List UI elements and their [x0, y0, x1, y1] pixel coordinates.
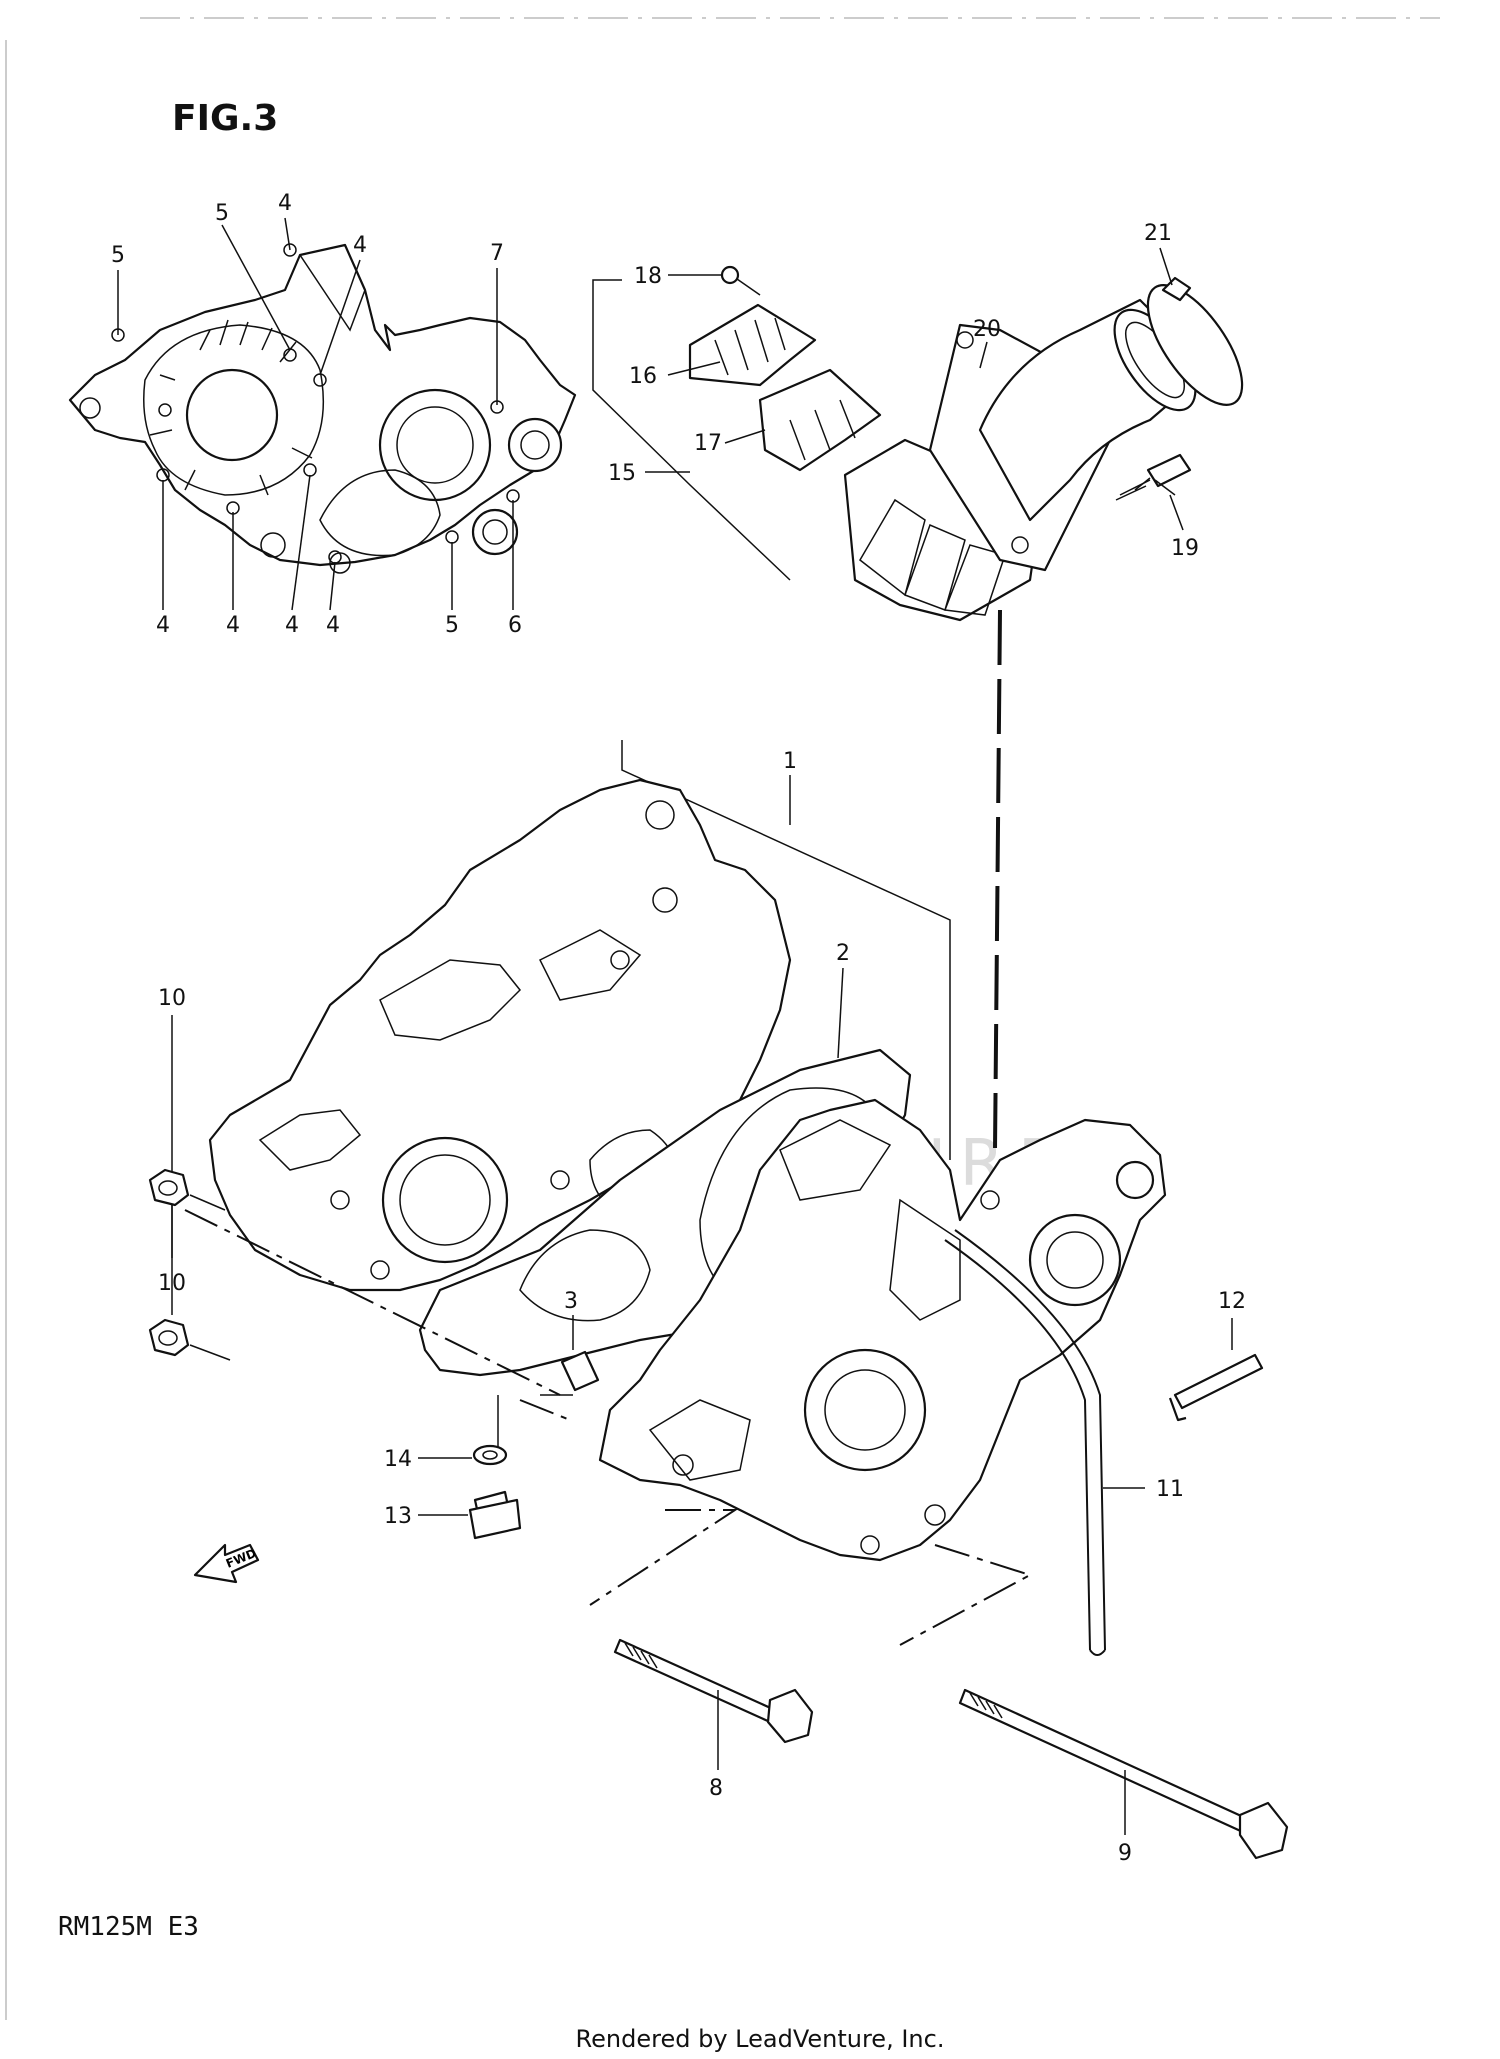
callout-4-top: 4	[278, 191, 292, 216]
callout-18: 18	[634, 264, 662, 289]
leaders-reed	[667, 247, 1176, 496]
clamp-12	[1168, 1318, 1264, 1422]
callout-9: 9	[1118, 1841, 1132, 1866]
nut-upper	[148, 1015, 231, 1361]
bolt-9	[958, 1688, 1289, 1860]
bolt-8	[613, 1638, 814, 1744]
footer-credit: Rendered by LeadVenture, Inc.	[576, 2025, 945, 2053]
callout-5-top: 5	[215, 201, 229, 226]
callout-4-bottom-b: 4	[226, 613, 240, 638]
nut-lower	[148, 1168, 226, 1258]
drain-bolt	[468, 1490, 522, 1540]
callout-20: 20	[973, 317, 1001, 342]
callout-6: 6	[508, 613, 522, 638]
callout-13: 13	[384, 1504, 412, 1529]
callout-11: 11	[1156, 1477, 1184, 1502]
fwd-arrow-icon: FWD	[193, 1543, 260, 1584]
callout-12: 12	[1218, 1289, 1246, 1314]
alignment-lines	[184, 1209, 1033, 1646]
callout-8: 8	[709, 1776, 723, 1801]
reed-valve-assembly	[592, 265, 1244, 622]
callout-4-bottom-c: 4	[285, 613, 299, 638]
callout-1: 1	[783, 749, 797, 774]
breather-hose	[944, 1229, 1106, 1656]
washer	[472, 1444, 508, 1466]
callout-10-upper: 10	[158, 986, 186, 1011]
callout-17: 17	[694, 431, 722, 456]
callout-4-bottom-a: 4	[156, 613, 170, 638]
figure-title: FIG.3	[172, 98, 278, 139]
model-code: RM125M E3	[58, 1912, 199, 1942]
callout-16: 16	[629, 364, 657, 389]
callout-14: 14	[384, 1447, 412, 1472]
dowel-pin	[560, 1315, 600, 1392]
callout-5-bottom: 5	[445, 613, 459, 638]
hose-reference-line	[993, 609, 1002, 1151]
callout-3: 3	[564, 1289, 578, 1314]
crankcase-halves	[208, 740, 1167, 1562]
callout-21: 21	[1144, 221, 1172, 246]
crankcase-side-view	[68, 243, 577, 574]
callout-15: 15	[608, 461, 636, 486]
callout-4-right: 4	[353, 233, 367, 258]
callout-4-bottom-d: 4	[326, 613, 340, 638]
leaders-side-view	[117, 217, 514, 611]
callout-2: 2	[836, 941, 850, 966]
callout-7: 7	[490, 241, 504, 266]
callout-5-left: 5	[111, 243, 125, 268]
callout-19: 19	[1171, 536, 1199, 561]
callout-10-lower: 10	[158, 1271, 186, 1296]
